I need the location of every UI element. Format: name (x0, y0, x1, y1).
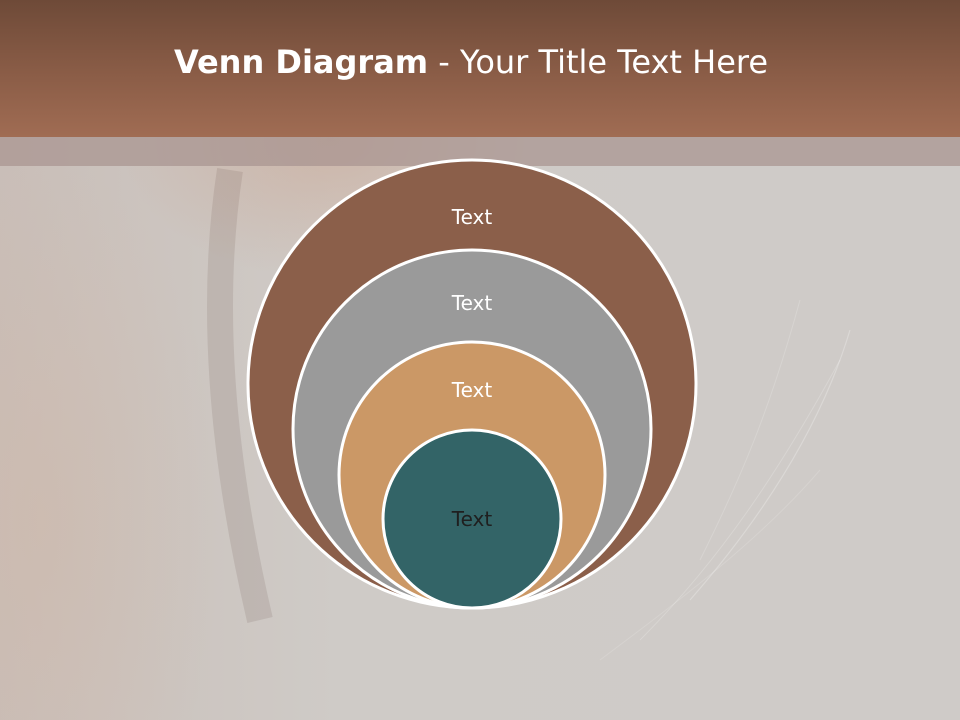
title-bold-part: Venn Diagram (173, 43, 429, 81)
circle-2-label: Text (451, 291, 493, 315)
venn-circle-4: Text (381, 428, 563, 610)
title-rest-part: - Your Title Text Here (428, 43, 769, 81)
circle-3-label: Text (451, 378, 493, 402)
circle-4-label: Text (451, 507, 493, 531)
slide-title: Venn Diagram - Your Title Text Here (0, 40, 942, 90)
title-bar (0, 0, 960, 137)
circle-1-label: Text (451, 205, 493, 229)
